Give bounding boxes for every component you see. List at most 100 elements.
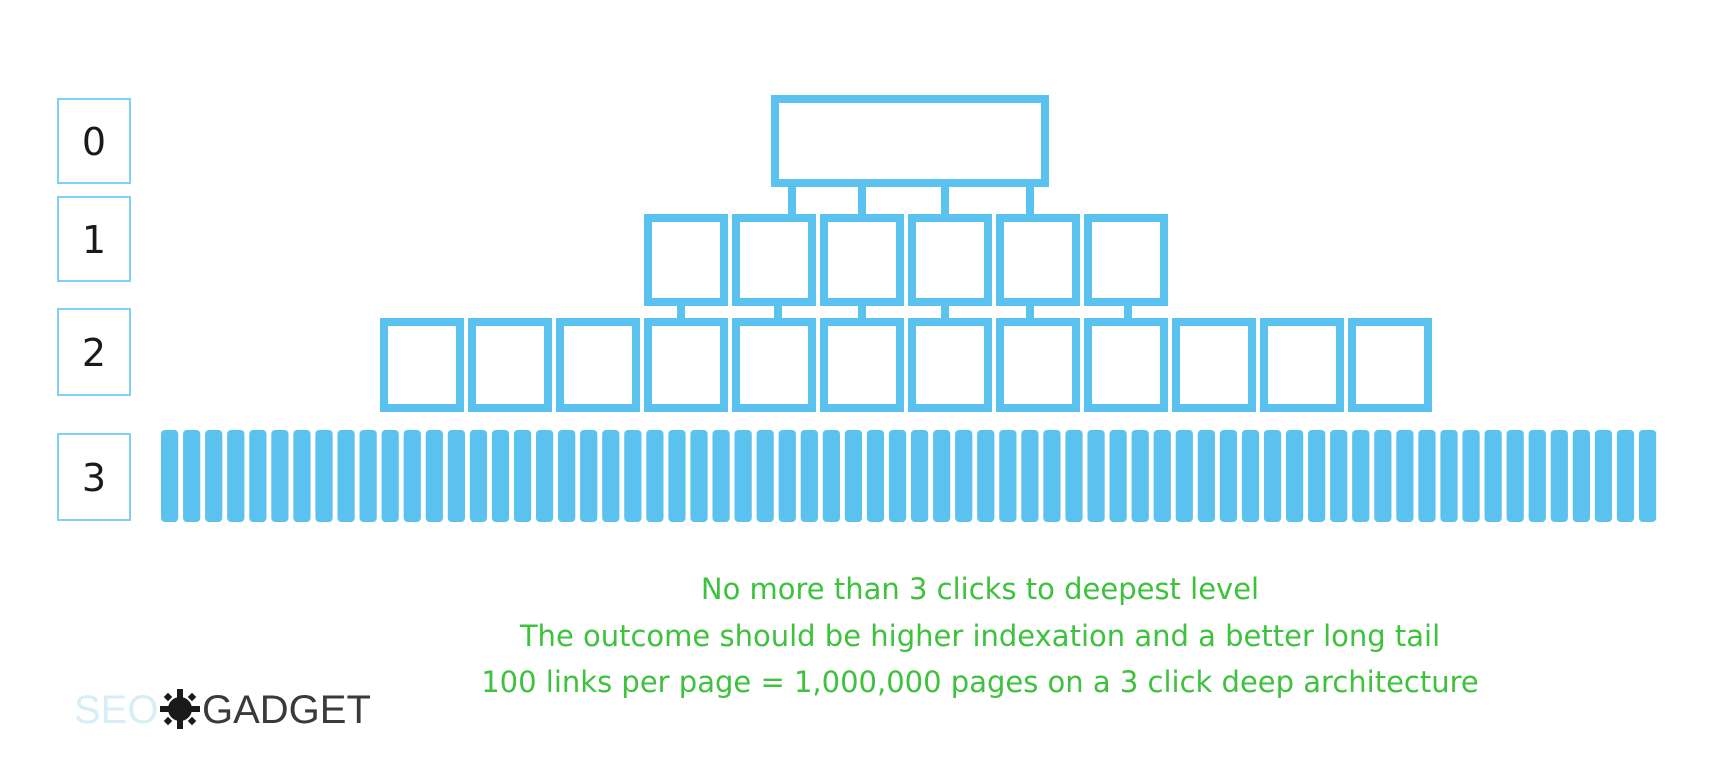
level-2-node xyxy=(996,318,1080,412)
level-3-node xyxy=(315,430,333,522)
level-3-node xyxy=(1440,430,1458,522)
level-3-node xyxy=(205,430,223,522)
level-3-node xyxy=(1484,430,1502,522)
level-3-node xyxy=(491,430,510,522)
level-3-node xyxy=(271,430,289,522)
level-3-node xyxy=(1197,430,1215,522)
level-3-node xyxy=(933,430,951,522)
level-3-node xyxy=(800,430,818,522)
root-node xyxy=(771,95,1049,187)
level-3-node xyxy=(1153,430,1171,522)
level-2-node xyxy=(1084,318,1168,412)
level-number: 0 xyxy=(82,120,106,164)
level-3-node xyxy=(359,430,377,522)
captions: No more than 3 clicks to deepest level T… xyxy=(481,572,1479,699)
gadget-logo-icon xyxy=(160,689,200,729)
level-3-node xyxy=(161,430,179,522)
level-3-node xyxy=(293,430,311,522)
tree-level-3 xyxy=(161,430,1657,522)
level-3-node xyxy=(1418,430,1436,522)
level-3-node xyxy=(425,430,443,522)
level-3-node xyxy=(1109,430,1127,522)
level-3-node xyxy=(249,430,267,522)
level-2-node xyxy=(556,318,640,412)
level-3-node xyxy=(513,430,532,522)
level-3-node xyxy=(602,430,620,522)
level-1-node xyxy=(1084,214,1168,306)
level-3-node xyxy=(580,430,598,522)
level-3-node xyxy=(447,430,465,522)
level-2-node xyxy=(908,318,992,412)
level-3-node xyxy=(1175,430,1193,522)
level-3-node xyxy=(977,430,995,522)
level-3-node xyxy=(1528,430,1546,522)
level-3-node xyxy=(1594,430,1613,522)
level-3-node xyxy=(1131,430,1149,522)
level-2-node xyxy=(820,318,904,412)
level-2-node xyxy=(1260,318,1344,412)
level-3-node xyxy=(1396,430,1414,522)
level-3-node xyxy=(1330,430,1348,522)
level-number: 2 xyxy=(82,331,106,375)
level-3-node xyxy=(955,430,973,522)
level-2-node xyxy=(468,318,552,412)
tree-level-2 xyxy=(380,318,1432,412)
caption-line-3: 100 links per page = 1,000,000 pages on … xyxy=(481,665,1479,699)
level-3-node xyxy=(1506,430,1524,522)
level-3-node xyxy=(1043,430,1061,522)
level-3-node xyxy=(1241,430,1260,522)
level-3-node xyxy=(911,430,929,522)
level-2-node xyxy=(1348,318,1432,412)
tree-level-0 xyxy=(771,95,1049,187)
level-3-node xyxy=(624,430,642,522)
level-box xyxy=(57,308,131,396)
level-1-node xyxy=(996,214,1080,306)
level-1-node xyxy=(908,214,992,306)
level-3-node xyxy=(646,430,664,522)
level-box xyxy=(57,98,131,184)
level-3-node xyxy=(1550,430,1568,522)
logo-gadget-text: GADGET xyxy=(202,688,371,732)
level-2-node xyxy=(644,318,728,412)
level-3-node xyxy=(1352,430,1370,522)
level-box xyxy=(57,433,131,521)
level-3-node xyxy=(756,430,774,522)
level-2-node xyxy=(732,318,816,412)
level-labels: 0 1 2 3 xyxy=(57,98,131,521)
level-3-node xyxy=(1286,430,1304,522)
level-box xyxy=(57,196,131,282)
level-3-node xyxy=(337,430,355,522)
level-3-node xyxy=(381,430,399,522)
level-label-1: 1 xyxy=(57,196,131,282)
level-3-node xyxy=(1263,430,1282,522)
level-3-node xyxy=(1087,430,1105,522)
level-3-node xyxy=(469,430,488,522)
level-number: 3 xyxy=(82,456,106,500)
level-1-node xyxy=(644,214,728,306)
level-1-node xyxy=(732,214,816,306)
level-3-node xyxy=(844,430,863,522)
level-3-node xyxy=(1572,430,1590,522)
caption-line-2: The outcome should be higher indexation … xyxy=(519,619,1440,653)
level-3-node xyxy=(1065,430,1083,522)
level-3-node xyxy=(1219,430,1238,522)
level-3-node xyxy=(1638,430,1657,522)
level-2-node xyxy=(380,318,464,412)
level-label-0: 0 xyxy=(57,98,131,184)
level-3-node xyxy=(734,430,752,522)
level-3-node xyxy=(403,430,421,522)
logo-seo-text: SEO xyxy=(74,688,158,732)
level-3-node xyxy=(668,430,686,522)
level-label-3: 3 xyxy=(57,433,131,521)
level-label-2: 2 xyxy=(57,308,131,396)
level-3-node xyxy=(1308,430,1326,522)
level-3-node xyxy=(1616,430,1635,522)
level-number: 1 xyxy=(82,218,106,262)
seo-gadget-logo: SEO GADGET xyxy=(74,688,371,732)
level-3-node xyxy=(183,430,201,522)
level-3-node xyxy=(227,430,245,522)
level-3-node xyxy=(558,430,576,522)
level-3-node xyxy=(712,430,730,522)
level-3-node xyxy=(778,430,796,522)
